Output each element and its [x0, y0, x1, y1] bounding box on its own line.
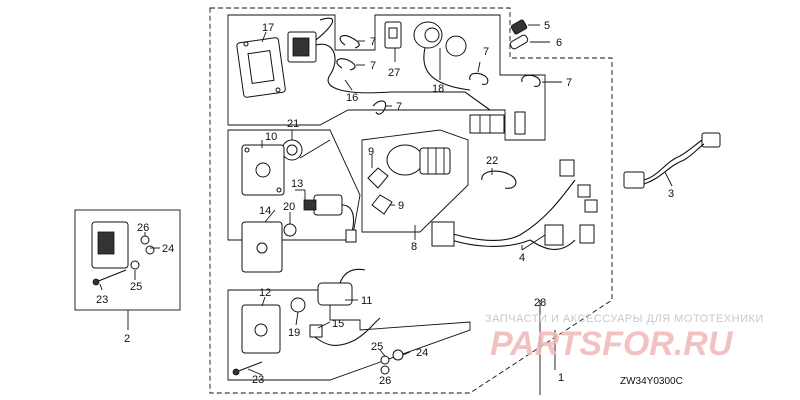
panel-plate-17: [236, 37, 286, 98]
buzzer-18: [413, 21, 471, 91]
screw-5: [510, 19, 528, 35]
nut-26b: [380, 365, 390, 375]
callout-18: 18: [432, 83, 444, 95]
callout-15: 15: [332, 318, 344, 330]
screw-23b: [232, 361, 263, 376]
solenoid-11: [317, 268, 366, 306]
plate-12: [241, 304, 281, 354]
callout-26a: 26: [137, 222, 149, 234]
callout-28: 28: [534, 297, 546, 309]
callout-6: 6: [556, 37, 562, 49]
key-9b: [371, 194, 393, 215]
callout-22: 22: [486, 155, 498, 167]
callout-7c: 7: [396, 101, 402, 113]
washer-25b: [380, 355, 390, 365]
callout-5: 5: [544, 20, 550, 32]
callout-19: 19: [288, 327, 300, 339]
key-switch-8: [386, 144, 451, 176]
switch-panel-2: [91, 221, 155, 286]
cable-3: [623, 132, 721, 189]
callout-25a: 25: [130, 281, 142, 293]
key-9a: [367, 167, 389, 189]
clamp-22: [481, 170, 517, 189]
switch-13: [303, 194, 357, 243]
watermark-subtitle: ЗАПЧАСТИ И АКСЕССУАРЫ ДЛЯ МОТОТЕХНИКИ: [485, 313, 764, 325]
callout-24a: 24: [162, 243, 174, 255]
callout-21: 21: [287, 118, 299, 130]
connector-bundle-upper: [469, 111, 526, 135]
left-subassembly-box: [74, 209, 181, 311]
callout-7b: 7: [370, 60, 376, 72]
callout-4: 4: [519, 252, 525, 264]
clip-7b: [336, 58, 356, 71]
plate-14: [241, 221, 283, 273]
callout-9b: 9: [398, 200, 404, 212]
callout-23a: 23: [96, 294, 108, 306]
callout-11: 11: [361, 295, 372, 307]
switch-16: [287, 17, 491, 111]
washer-19: [290, 297, 306, 313]
nut-24b: [392, 349, 404, 361]
callout-13: 13: [291, 178, 303, 190]
sleeve-6: [509, 34, 529, 50]
callout-16: 16: [346, 92, 358, 104]
callout-26b: 26: [379, 375, 391, 387]
callout-7a: 7: [370, 36, 376, 48]
clip-7c: [372, 100, 387, 115]
callout-9a: 9: [368, 146, 374, 158]
callout-17: 17: [262, 22, 274, 34]
callout-23b: 23: [252, 374, 264, 386]
callout-24b: 24: [416, 347, 428, 359]
callout-12: 12: [259, 287, 271, 299]
clip-7d: [469, 72, 489, 85]
bracket-27: [384, 21, 402, 49]
diagram-code: ZW34Y0300C: [620, 376, 683, 387]
switch-group-outline: [227, 129, 361, 241]
upper-group-outline: [227, 14, 546, 141]
callout-3: 3: [668, 188, 674, 200]
callout-7d: 7: [483, 46, 489, 58]
callout-2: 2: [124, 333, 130, 345]
callout-1: 1: [558, 372, 564, 384]
callout-20: 20: [283, 201, 295, 213]
callout-10: 10: [265, 131, 277, 143]
clip-7e: [521, 74, 541, 87]
plate-10: [241, 144, 285, 196]
watermark-brand: PARTSFOR.RU: [490, 325, 734, 363]
callout-8: 8: [411, 241, 417, 253]
callout-14: 14: [259, 205, 271, 217]
nut-20: [283, 223, 297, 237]
callout-25b: 25: [371, 341, 383, 353]
callout-27: 27: [388, 67, 400, 79]
leader-lines: [99, 24, 673, 395]
key-switch-outline: [361, 129, 469, 233]
harness-4: [431, 159, 598, 250]
callout-7e: 7: [566, 77, 572, 89]
wire-15: [311, 317, 381, 346]
main-assembly-boundary: [209, 7, 613, 394]
clip-7a: [339, 35, 360, 49]
